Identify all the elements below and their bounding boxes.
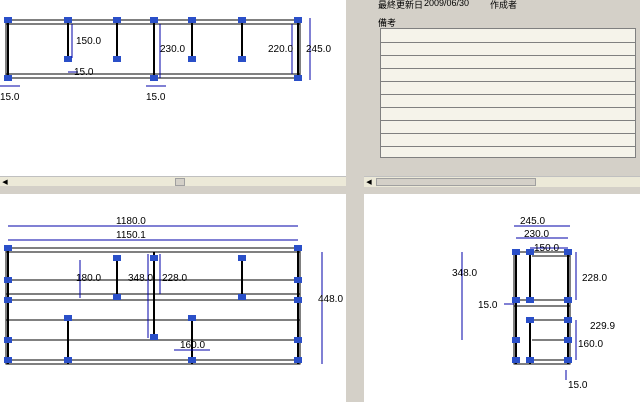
dim-label: 15.0 — [146, 92, 166, 103]
scroll-left-arrow-icon[interactable]: ◀ — [2, 178, 8, 186]
last-updated-value: 2009/06/30 — [424, 0, 470, 8]
dim-label: 230.0 — [524, 229, 549, 240]
scroll-thumb[interactable] — [175, 178, 185, 186]
dim-label: 180.0 — [76, 273, 101, 284]
scroll-left-arrow-icon[interactable]: ◀ — [366, 178, 372, 186]
vertical-splitter[interactable] — [346, 0, 364, 402]
dim-label: 160.0 — [180, 340, 205, 351]
dim-label: 245.0 — [520, 216, 545, 227]
top-right-hscrollbar[interactable]: ◀ — [364, 176, 640, 187]
dim-label: 15.0 — [478, 300, 498, 311]
dim-label: 448.0 — [318, 294, 343, 305]
dim-label: 1150.1 — [116, 230, 146, 241]
dim-label: 230.0 — [160, 44, 185, 55]
top-view-drawing: 150.0 15.0 230.0 220.0 245.0 15.0 15.0 — [0, 17, 331, 103]
last-updated-label: 最終更新日 — [378, 0, 424, 10]
top-view-pane[interactable]: 150.0 15.0 230.0 220.0 245.0 15.0 15.0 — [0, 0, 346, 176]
remarks-label: 備考 — [378, 18, 397, 28]
dim-label: 15.0 — [568, 380, 588, 391]
dim-label: 348.0 — [452, 268, 477, 279]
dim-label: 15.0 — [74, 67, 94, 78]
dim-label: 15.0 — [0, 92, 20, 103]
dim-label: 348.0 — [128, 273, 153, 284]
remarks-textarea[interactable] — [380, 28, 636, 158]
dim-label: 150.0 — [76, 36, 101, 47]
author-label: 作成者 — [490, 0, 518, 10]
dim-label: 228.0 — [162, 273, 187, 284]
scroll-thumb[interactable] — [376, 178, 536, 186]
front-view-drawing: 1180.0 1150.1 180.0 348.0 228.0 448.0 16… — [4, 216, 343, 365]
dim-label: 229.9 — [590, 321, 615, 332]
dim-label: 160.0 — [578, 339, 603, 350]
side-view-drawing: 245.0 230.0 150.0 348.0 228.0 15.0 229.9… — [452, 216, 615, 391]
dim-label: 1180.0 — [116, 216, 146, 227]
dim-label: 220.0 — [268, 44, 293, 55]
front-view-pane[interactable]: 1180.0 1150.1 180.0 348.0 228.0 448.0 16… — [0, 194, 346, 402]
dim-label: 245.0 — [306, 44, 331, 55]
side-view-pane[interactable]: 245.0 230.0 150.0 348.0 228.0 15.0 229.9… — [364, 194, 640, 402]
horizontal-splitter[interactable] — [0, 186, 640, 194]
dim-label: 228.0 — [582, 273, 607, 284]
dim-label: 150.0 — [534, 243, 559, 254]
